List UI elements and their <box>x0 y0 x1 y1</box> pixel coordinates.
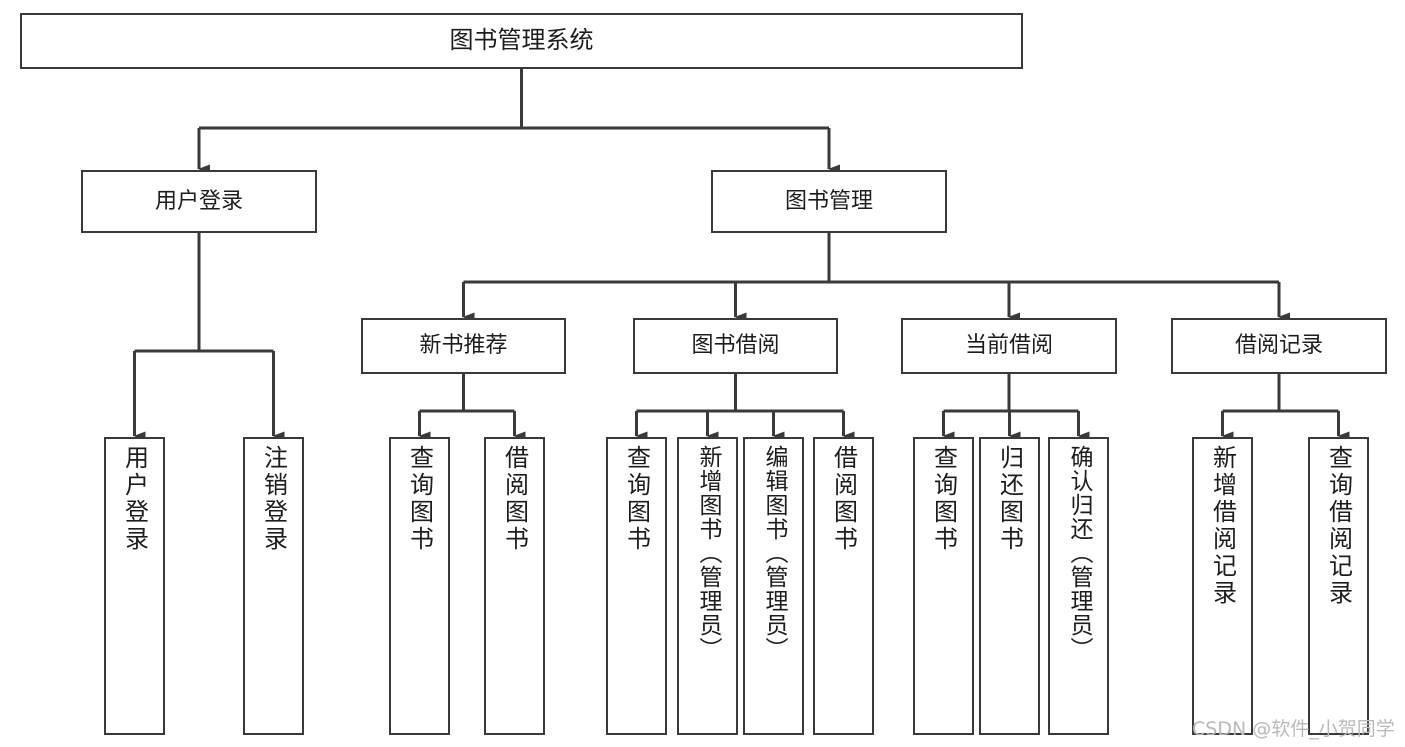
node-label: 归还图书 <box>995 445 1024 553</box>
node-label: 当前借阅 <box>964 333 1053 359</box>
node-leaf-5[interactable]: 查询图书 <box>606 437 667 735</box>
node-label: 借阅图书 <box>829 445 858 553</box>
node-leaf-9[interactable]: 查询图书 <box>913 437 974 735</box>
node-l2-login[interactable]: 用户登录 <box>81 170 317 233</box>
node-leaf-11[interactable]: 确认归还（管理员） <box>1048 437 1109 735</box>
node-label: 注销登录 <box>259 445 288 553</box>
node-label: 图书管理 <box>784 188 873 214</box>
node-leaf-12[interactable]: 新增借阅记录 <box>1192 437 1253 735</box>
node-leaf-8[interactable]: 借阅图书 <box>813 437 874 735</box>
node-leaf-10[interactable]: 归还图书 <box>979 437 1040 735</box>
node-label: 借阅记录 <box>1234 333 1323 359</box>
node-label: 查询图书 <box>622 445 651 553</box>
node-leaf-2[interactable]: 注销登录 <box>243 437 304 735</box>
node-label: 编辑图书（管理员） <box>761 445 787 661</box>
node-label: 用户登录 <box>154 188 243 214</box>
node-l2-book[interactable]: 图书管理 <box>711 170 947 233</box>
node-leaf-6[interactable]: 新增图书（管理员） <box>677 437 738 735</box>
node-label: 图书管理系统 <box>449 26 594 55</box>
node-label: 新增图书（管理员） <box>695 445 721 661</box>
node-label: 确认归还（管理员） <box>1066 445 1092 661</box>
node-leaf-3[interactable]: 查询图书 <box>389 437 450 735</box>
node-leaf-13[interactable]: 查询借阅记录 <box>1308 437 1369 735</box>
node-l3-borrow[interactable]: 图书借阅 <box>633 318 838 374</box>
node-leaf-4[interactable]: 借阅图书 <box>484 437 545 735</box>
node-label: 图书借阅 <box>691 333 780 359</box>
node-label: 用户登录 <box>120 445 149 553</box>
connector-group <box>133 69 1350 441</box>
node-root[interactable]: 图书管理系统 <box>20 13 1023 69</box>
node-leaf-1[interactable]: 用户登录 <box>104 437 165 735</box>
node-label: 查询借阅记录 <box>1324 445 1353 607</box>
node-label: 新增借阅记录 <box>1208 445 1237 607</box>
node-label: 新书推荐 <box>419 333 508 359</box>
node-label: 借阅图书 <box>500 445 529 553</box>
node-label: 查询图书 <box>929 445 958 553</box>
node-l3-new[interactable]: 新书推荐 <box>361 318 566 374</box>
node-l3-current[interactable]: 当前借阅 <box>901 318 1117 374</box>
node-label: 查询图书 <box>405 445 434 553</box>
node-l3-record[interactable]: 借阅记录 <box>1171 318 1387 374</box>
node-leaf-7[interactable]: 编辑图书（管理员） <box>743 437 804 735</box>
